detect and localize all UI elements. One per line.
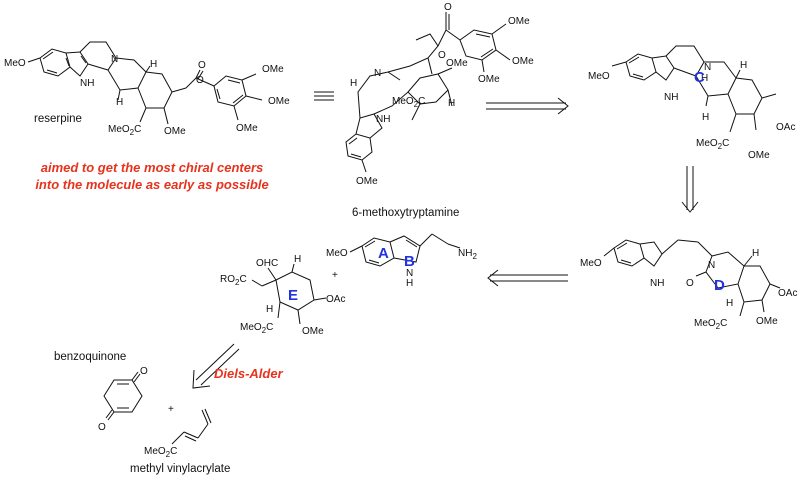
svg-text:MeO2C: MeO2C [696, 138, 729, 151]
svg-text:OAc: OAc [778, 288, 797, 299]
svg-text:OAc: OAc [326, 294, 345, 305]
svg-text:OMe: OMe [478, 74, 500, 85]
acetate-intermediate-structure [611, 45, 777, 133]
methoxytryptamine-atom-labels: MeO N H NH2 [326, 248, 477, 289]
svg-text:H: H [752, 248, 759, 259]
svg-text:H: H [702, 112, 709, 123]
svg-text:OMe: OMe [236, 123, 258, 134]
methoxytryptamine-structure [349, 233, 461, 267]
ring-label-d: D [714, 277, 725, 294]
retro-arrow-1 [486, 97, 569, 115]
svg-text:H: H [726, 298, 733, 309]
svg-text:NH: NH [80, 78, 94, 89]
svg-text:NH: NH [664, 92, 678, 103]
plus-sign-2: + [168, 404, 174, 415]
acetate-intermediate-atom-labels: MeO NH H N H H OAc MeO2C OMe [588, 60, 795, 161]
svg-text:O: O [444, 2, 452, 13]
retro-arrow-4 [192, 343, 240, 389]
svg-text:MeO: MeO [580, 258, 602, 269]
svg-text:RO2C: RO2C [220, 274, 247, 287]
svg-text:H: H [266, 304, 273, 315]
svg-text:MeO: MeO [326, 248, 348, 259]
aldehyde-e-ring-structure [251, 263, 327, 325]
strategy-note: aimed to get the most chiral centers int… [35, 160, 268, 192]
svg-text:into the molecule as early as: into the molecule as early as possible [35, 177, 268, 192]
methyl-vinylacrylate-label: methyl vinylacrylate [130, 463, 230, 475]
ring-label-c: C [694, 69, 705, 86]
svg-text:H: H [740, 60, 747, 71]
retro-arrow-3 [487, 269, 568, 287]
methoxytryptamine-label: 6-methoxytryptamine [352, 207, 459, 219]
svg-text:MeO: MeO [588, 71, 610, 82]
svg-text:H: H [350, 78, 357, 89]
diels-alder-label: Diels-Alder [214, 366, 284, 381]
svg-text:MeO2C: MeO2C [240, 322, 273, 335]
reserpine-3d-atom-labels: N NH H H O O OMe OMe OMe OMe MeO2C OMe [350, 2, 534, 187]
svg-text:OHC: OHC [256, 258, 278, 269]
retro-arrow-2 [681, 166, 699, 213]
plus-sign-1: + [332, 270, 338, 281]
svg-text:N: N [704, 62, 711, 73]
svg-text:OMe: OMe [446, 58, 468, 69]
ring-label-b: B [404, 253, 415, 270]
svg-text:OMe: OMe [164, 126, 186, 137]
svg-text:N: N [406, 268, 413, 279]
svg-text:N: N [374, 68, 381, 79]
reserpine-structure [27, 41, 263, 125]
reserpine-atom-labels: MeO NH N H H O O OMe OMe OMe MeO2C OMe [4, 54, 290, 137]
lactam-intermediate-structure [603, 239, 781, 317]
svg-text:OMe: OMe [356, 176, 378, 187]
svg-text:H: H [116, 97, 123, 108]
reserpine-label: reserpine [34, 113, 82, 125]
svg-text:N: N [708, 260, 715, 271]
svg-text:O: O [686, 278, 694, 289]
svg-text:OMe: OMe [262, 64, 284, 75]
lactam-intermediate-atom-labels: MeO NH N O H H OAc MeO2C OMe [580, 248, 797, 331]
ring-label-a: A [378, 245, 389, 262]
benzoquinone-atom-labels: O O [98, 366, 148, 433]
svg-text:NH2: NH2 [458, 248, 477, 261]
svg-text:O: O [196, 75, 204, 86]
svg-text:MeO2C: MeO2C [108, 124, 141, 137]
svg-text:O: O [98, 422, 106, 433]
svg-text:OMe: OMe [748, 150, 770, 161]
svg-text:MeO2C: MeO2C [694, 318, 727, 331]
svg-text:H: H [448, 98, 455, 109]
svg-text:H: H [150, 59, 157, 70]
methyl-vinylacrylate-structure [171, 408, 212, 445]
svg-text:OMe: OMe [268, 96, 290, 107]
ring-label-e: E [288, 287, 298, 304]
benzoquinone-label: benzoquinone [54, 351, 126, 363]
svg-text:aimed to get the most chiral c: aimed to get the most chiral centers [41, 160, 264, 175]
svg-text:OMe: OMe [302, 326, 324, 337]
benzoquinone-structure [103, 371, 143, 421]
vinylacrylate-ester-label: MeO2C [144, 446, 177, 459]
svg-text:H: H [294, 254, 301, 265]
svg-text:O: O [438, 50, 446, 61]
svg-text:O: O [198, 60, 206, 71]
svg-text:NH: NH [650, 278, 664, 289]
svg-text:OMe: OMe [756, 316, 778, 327]
svg-text:H: H [701, 73, 708, 84]
svg-text:MeO2C: MeO2C [392, 96, 425, 109]
aldehyde-atom-labels: OHC H RO2C H OAc MeO2C OMe [220, 254, 345, 337]
svg-text:H: H [406, 278, 413, 289]
svg-text:OMe: OMe [508, 16, 530, 27]
reserpine-3d-structure [345, 12, 511, 173]
equivalence-sign [314, 91, 334, 101]
svg-text:NH: NH [376, 114, 390, 125]
svg-text:N: N [111, 54, 118, 65]
svg-text:MeO: MeO [4, 58, 26, 69]
svg-text:OAc: OAc [776, 122, 795, 133]
svg-text:OMe: OMe [512, 56, 534, 67]
svg-text:O: O [140, 366, 148, 377]
